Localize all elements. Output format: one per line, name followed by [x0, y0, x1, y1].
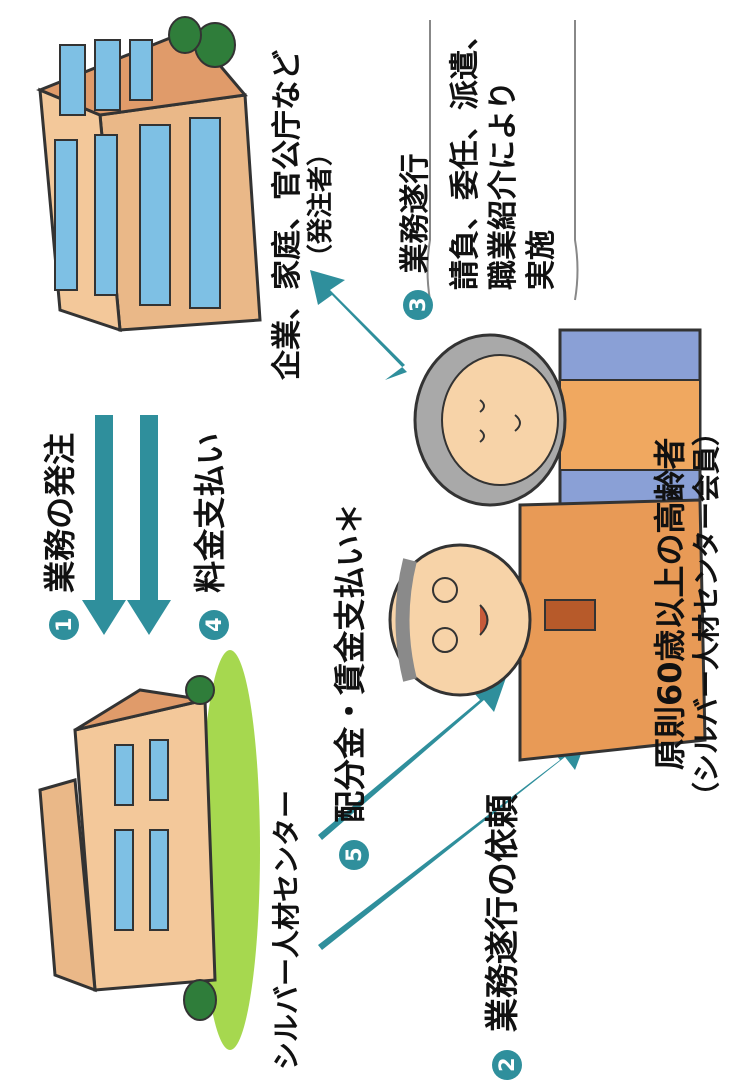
members-name: 原則60歳以上の高齢者 — [651, 437, 689, 770]
arrow-wage — [318, 672, 508, 850]
step-5-label: 配分金・賃金支払い＊ — [331, 502, 369, 823]
step-4: 4 料金支払い — [185, 400, 231, 640]
client-building-icon — [36, 16, 262, 333]
step-2-badge: 2 — [492, 1050, 522, 1080]
detail-bracket — [426, 20, 579, 301]
step-1-badge: 1 — [49, 610, 79, 640]
center-name: シルバー人材センター — [270, 789, 303, 1070]
members-sub-label: （シルバー人材センター会員） — [685, 400, 725, 810]
arrow-order-down — [82, 415, 126, 635]
arrow-payment-down — [127, 415, 171, 635]
step-3-detail-3: 実施 — [516, 200, 560, 290]
step-2: 2 業務遂行の依頼 — [475, 760, 524, 1080]
step-1: 1 業務の発注 — [35, 400, 81, 640]
step-5-badge: 5 — [339, 840, 369, 870]
clients-sub: （発注者） — [306, 139, 336, 270]
elderly-man-icon — [388, 498, 707, 762]
clients-sub-label: （発注者） — [300, 70, 337, 270]
center-building-icon — [38, 650, 260, 1050]
step-4-label: 料金支払い — [191, 432, 229, 593]
members-sub: （シルバー人材センター会員） — [690, 417, 723, 810]
step-5: 5 配分金・賃金支払い＊ — [325, 490, 371, 870]
elderly-woman-icon — [413, 328, 702, 522]
arrow-work-up — [310, 270, 407, 380]
step-3-detail-line-3: 実施 — [524, 230, 559, 290]
step-4-badge: 4 — [199, 610, 229, 640]
step-3: 3 業務遂行 — [390, 120, 434, 320]
arrow-request — [318, 730, 590, 960]
step-3-label: 業務遂行 — [398, 153, 433, 274]
center-label: シルバー人材センター — [265, 690, 305, 1070]
step-2-label: 業務遂行の依頼 — [483, 794, 523, 1033]
step-1-label: 業務の発注 — [41, 432, 79, 593]
step-3-badge: 3 — [403, 290, 433, 320]
